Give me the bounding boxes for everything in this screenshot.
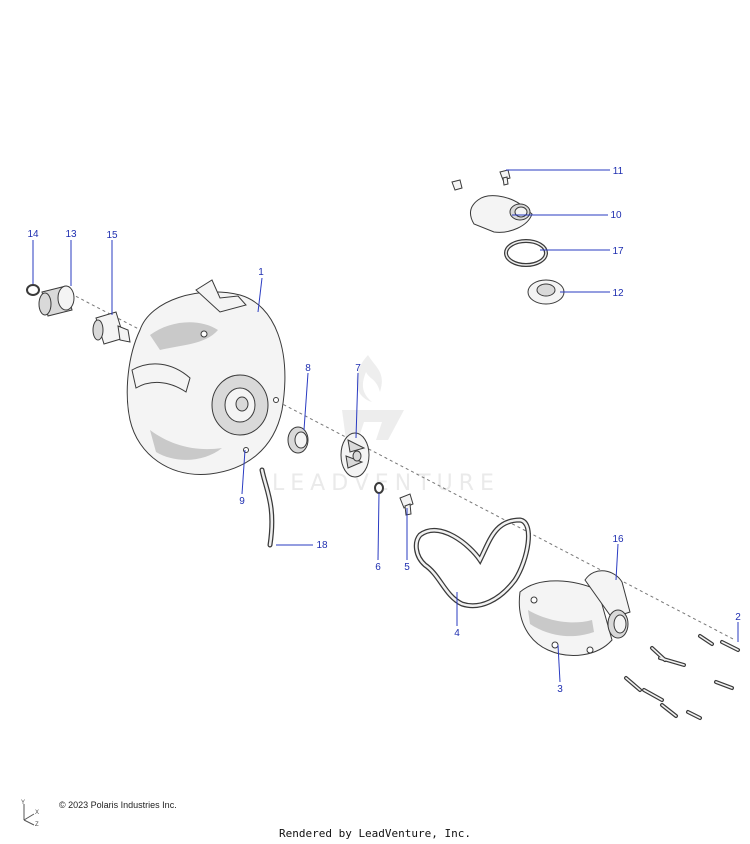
callout-2: 2 (735, 612, 741, 623)
callout-numbers: 1 2 3 4 5 6 7 8 9 10 11 12 13 14 15 16 1… (27, 166, 741, 695)
callout-9: 9 (239, 496, 245, 507)
axis-x-label: X (35, 810, 39, 816)
callout-leaders (32, 169, 739, 683)
bushing-part (92, 311, 131, 345)
axis-triad-icon: Y X Z (21, 800, 39, 828)
water-pump-cover-part (518, 570, 631, 656)
callout-6: 6 (375, 562, 381, 573)
callout-17: 17 (612, 246, 624, 257)
callout-10: 10 (610, 210, 622, 221)
callout-1: 1 (258, 267, 264, 278)
callout-4: 4 (454, 628, 460, 639)
thermostat-housing-part (470, 195, 533, 233)
cover-bolts-part (624, 634, 740, 720)
washer-part (374, 482, 384, 494)
callout-5: 5 (404, 562, 410, 573)
watermark-text: LEADVENTURE (272, 471, 500, 496)
rendered-by-text: Rendered by LeadVenture, Inc. (278, 827, 472, 840)
axis-z-label: Z (35, 822, 39, 828)
copyright-text: © 2023 Polaris Industries Inc. (59, 800, 177, 810)
thermostat-housing-bolts (451, 169, 511, 191)
leadventure-watermark: LEADVENTURE (272, 355, 500, 496)
callout-13: 13 (65, 229, 77, 240)
callout-14: 14 (27, 229, 39, 240)
callout-18: 18 (316, 540, 328, 551)
callout-8: 8 (305, 363, 311, 374)
water-pump-housing (126, 279, 286, 475)
impeller-part (340, 432, 370, 478)
callout-7: 7 (355, 363, 361, 374)
seal-part (38, 285, 75, 317)
mechanical-seal-part (287, 426, 309, 454)
axis-y-label: Y (21, 800, 25, 806)
callout-15: 15 (106, 230, 118, 241)
thermostat-part (527, 279, 565, 305)
callout-3: 3 (557, 684, 563, 695)
cover-gasket-part (413, 517, 531, 609)
callout-11: 11 (613, 166, 624, 177)
o-ring-part (26, 284, 40, 296)
callout-12: 12 (612, 288, 624, 299)
callout-16: 16 (612, 534, 624, 545)
